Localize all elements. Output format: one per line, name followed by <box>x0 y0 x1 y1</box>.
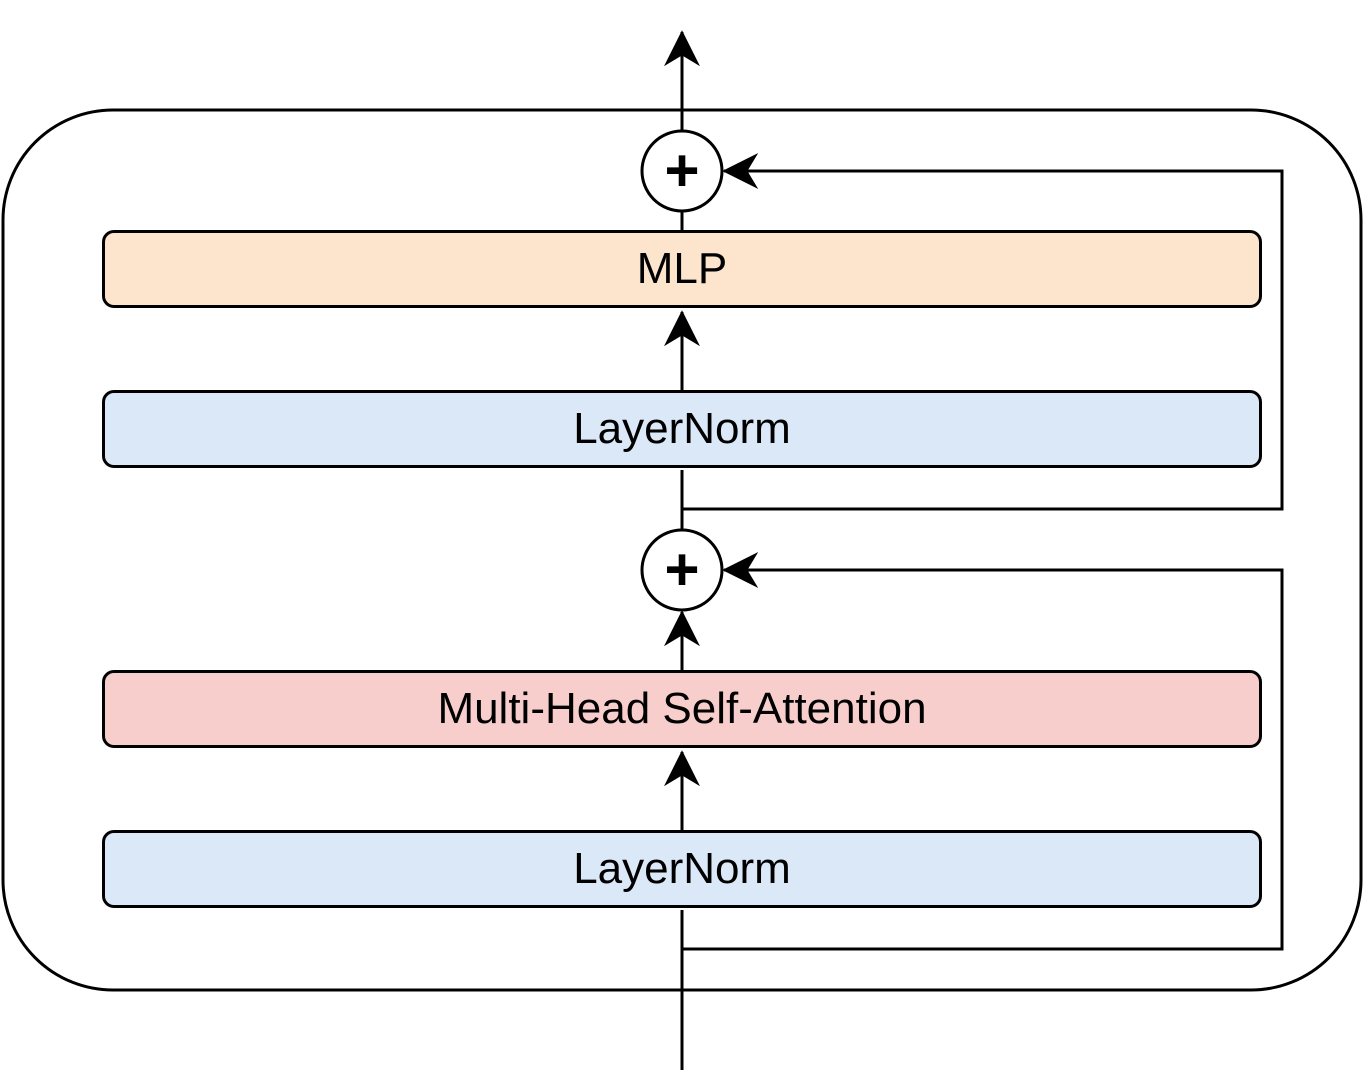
add-node-bottom: + <box>640 528 724 612</box>
add-symbol: + <box>664 137 699 204</box>
attention-label: Multi-Head Self-Attention <box>437 684 927 733</box>
mlp-block: MLP <box>102 230 1262 308</box>
attention-block: Multi-Head Self-Attention <box>102 670 1262 748</box>
layernorm-block-top: LayerNorm <box>102 390 1262 468</box>
add-symbol: + <box>664 536 699 603</box>
layernorm-block-bottom: LayerNorm <box>102 830 1262 908</box>
add-node-top: + <box>640 129 724 213</box>
layernorm-label: LayerNorm <box>573 844 791 893</box>
residual-connection-2 <box>682 153 1284 511</box>
layernorm-label: LayerNorm <box>573 404 791 453</box>
residual-connection-1 <box>682 552 1284 951</box>
mlp-label: MLP <box>636 244 728 293</box>
